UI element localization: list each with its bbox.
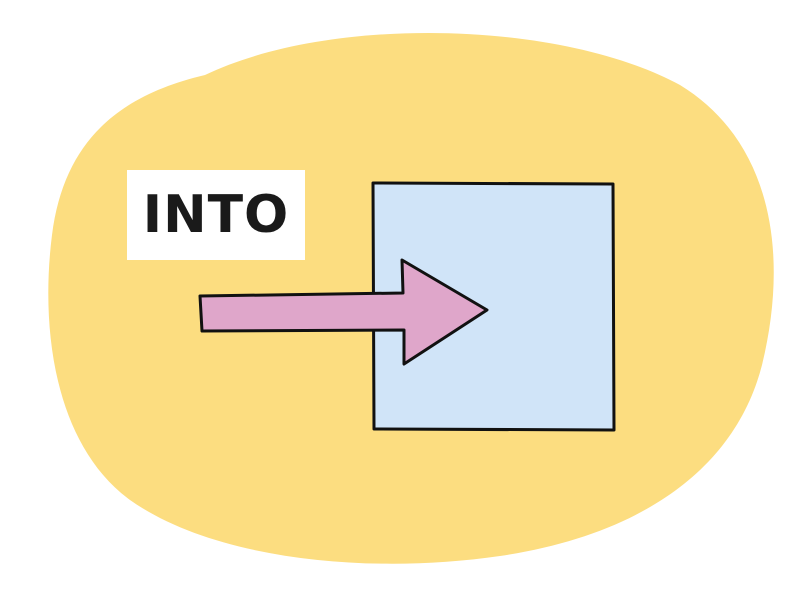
container-box: [371, 181, 616, 432]
arrow-icon: [198, 258, 489, 366]
into-label: INTO: [142, 185, 290, 245]
label-box: INTO: [127, 170, 305, 260]
